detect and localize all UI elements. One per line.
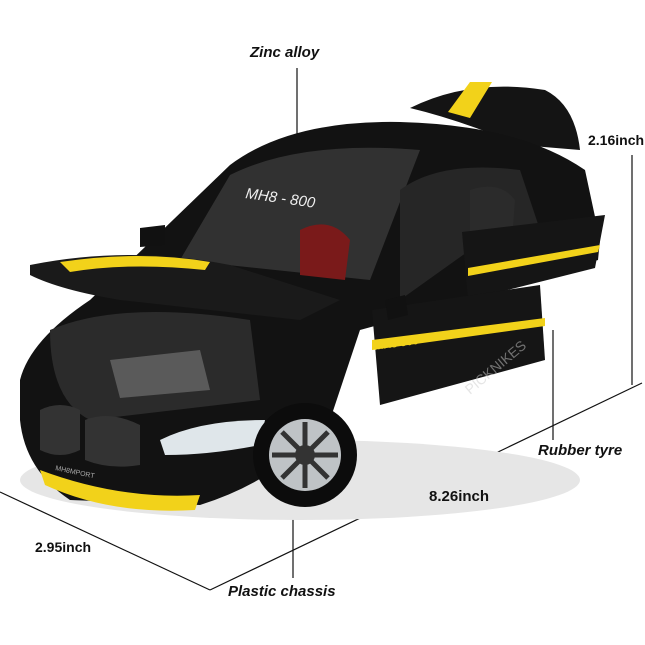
front-seat	[300, 224, 350, 280]
trunk-lid	[410, 86, 580, 150]
material-label: Zinc alloy	[250, 44, 320, 61]
length-label: 8.26inch	[429, 488, 490, 505]
height-label: 2.16inch	[588, 132, 645, 148]
wheel-spokes	[272, 422, 338, 488]
headlight	[160, 420, 265, 455]
engine-cover	[110, 350, 210, 398]
bumper-stripe	[40, 470, 200, 511]
front-wheel	[253, 403, 357, 507]
left-kidney-grille	[40, 405, 80, 455]
trunk-stripe	[448, 82, 492, 118]
chassis-label: Plastic chassis	[228, 583, 336, 600]
left-mirror	[140, 225, 165, 247]
right-mirror	[385, 295, 408, 320]
hood	[30, 255, 340, 320]
tyre-label: Rubber tyre	[538, 442, 623, 459]
right-kidney-grille	[85, 416, 140, 467]
width-line	[0, 491, 211, 591]
hood-stripe	[60, 256, 210, 272]
rear-door-stripe	[468, 245, 600, 276]
front-door-stripe	[372, 318, 545, 350]
front-door	[372, 285, 545, 405]
windshield	[180, 147, 420, 280]
width-label: 2.95inch	[35, 539, 92, 555]
